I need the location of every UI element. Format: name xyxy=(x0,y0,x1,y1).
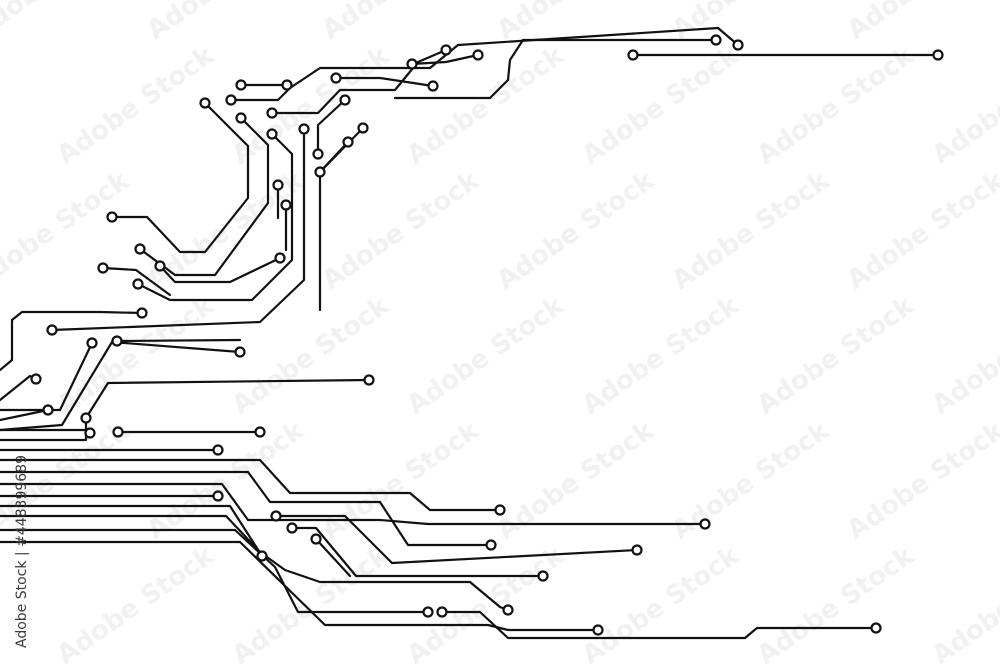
circuit-trace xyxy=(0,470,493,547)
circuit-pad xyxy=(134,243,146,255)
circuit-pad xyxy=(281,79,293,91)
circuit-trace xyxy=(290,526,545,578)
circuit-trace xyxy=(0,504,264,558)
circuit-trace xyxy=(410,53,480,66)
circuit-trace xyxy=(314,537,352,578)
circuit-pad xyxy=(312,148,324,160)
circuit-trace xyxy=(318,140,350,174)
circuit-pad xyxy=(256,550,268,562)
circuit-pad xyxy=(86,337,98,349)
circuit-trace xyxy=(229,26,740,102)
circuit-pad xyxy=(363,374,375,386)
circuit-pad xyxy=(537,570,549,582)
circuit-pad xyxy=(234,346,246,358)
circuit-pad xyxy=(502,604,514,616)
circuit-trace xyxy=(50,127,306,332)
circuit-trace xyxy=(138,116,270,277)
circuit-pad xyxy=(30,373,42,385)
circuit-pad xyxy=(298,123,310,135)
circuit-pad xyxy=(627,49,639,61)
circuit-pad xyxy=(42,404,54,416)
circuit-pad xyxy=(235,79,247,91)
circuit-pad xyxy=(106,211,118,223)
circuit-pad xyxy=(485,539,497,551)
circuit-pad xyxy=(84,427,96,439)
circuit-pad xyxy=(235,112,247,124)
circuit-trace xyxy=(0,408,50,422)
circuit-pad xyxy=(266,107,278,119)
circuit-pad xyxy=(631,544,643,556)
circuit-pad xyxy=(132,278,144,290)
circuit-pad xyxy=(427,80,439,92)
circuit-trace xyxy=(101,266,172,297)
circuit-pad xyxy=(270,510,282,522)
circuit-trace xyxy=(0,318,14,372)
circuit-pad xyxy=(266,128,278,140)
circuit-pad xyxy=(494,504,506,516)
circuit-trace xyxy=(318,126,365,312)
circuit-pad xyxy=(440,44,452,56)
circuit-pad xyxy=(342,136,354,148)
circuit-trace xyxy=(440,610,878,640)
circuit-trace xyxy=(0,340,242,432)
circuit-trace xyxy=(316,98,347,156)
circuit-pad xyxy=(286,522,298,534)
circuit-trace xyxy=(274,514,639,565)
circuit-trace xyxy=(270,48,448,115)
circuit-pad xyxy=(314,166,326,178)
circuit-trace xyxy=(136,132,294,302)
circuit-pad xyxy=(357,122,369,134)
circuit-pad xyxy=(80,412,92,424)
stock-id-label: Adobe Stock | #448399689 xyxy=(14,455,30,648)
circuit-trace xyxy=(158,256,282,284)
circuit-pad xyxy=(406,58,418,70)
circuit-pad xyxy=(112,426,124,438)
circuit-pad xyxy=(274,252,286,264)
circuit-pad xyxy=(199,97,211,109)
circuit-pad xyxy=(111,335,123,347)
circuit-trace xyxy=(0,540,600,632)
circuit-trace xyxy=(110,101,250,254)
circuit-pad xyxy=(212,490,224,502)
stock-id-text: Adobe Stock | #448399689 xyxy=(14,455,30,648)
circuit-trace xyxy=(84,378,371,420)
circuit-pad xyxy=(310,533,322,545)
circuit-pad xyxy=(136,307,148,319)
circuit-trace xyxy=(0,514,510,612)
circuit-pad xyxy=(97,262,109,274)
circuit-pad xyxy=(592,624,604,636)
circuit-trace xyxy=(0,416,88,442)
circuit-pad xyxy=(330,72,342,84)
circuit-pad xyxy=(472,49,484,61)
circuit-trace xyxy=(0,528,430,614)
circuit-pad xyxy=(422,606,434,618)
circuit-pad xyxy=(212,444,224,456)
circuit-pad xyxy=(46,324,58,336)
circuit-trace xyxy=(0,458,502,512)
circuit-pad xyxy=(710,34,722,46)
circuit-pad xyxy=(254,426,266,438)
circuit-pad xyxy=(436,606,448,618)
circuit-trace xyxy=(334,76,435,88)
circuit-trace xyxy=(0,341,94,412)
circuit-trace xyxy=(115,338,242,343)
circuit-pad xyxy=(339,94,351,106)
circuit-pad xyxy=(225,94,237,106)
circuit-pad xyxy=(932,49,944,61)
circuit-trace xyxy=(0,482,707,526)
circuit-pad xyxy=(280,199,292,211)
circuit-pad xyxy=(699,518,711,530)
circuit-trace xyxy=(10,310,144,322)
circuit-trace xyxy=(488,38,525,100)
circuit-pad xyxy=(272,179,284,191)
circuit-pad xyxy=(154,260,166,272)
circuit-pad xyxy=(870,622,882,634)
circuit-pad xyxy=(732,39,744,51)
